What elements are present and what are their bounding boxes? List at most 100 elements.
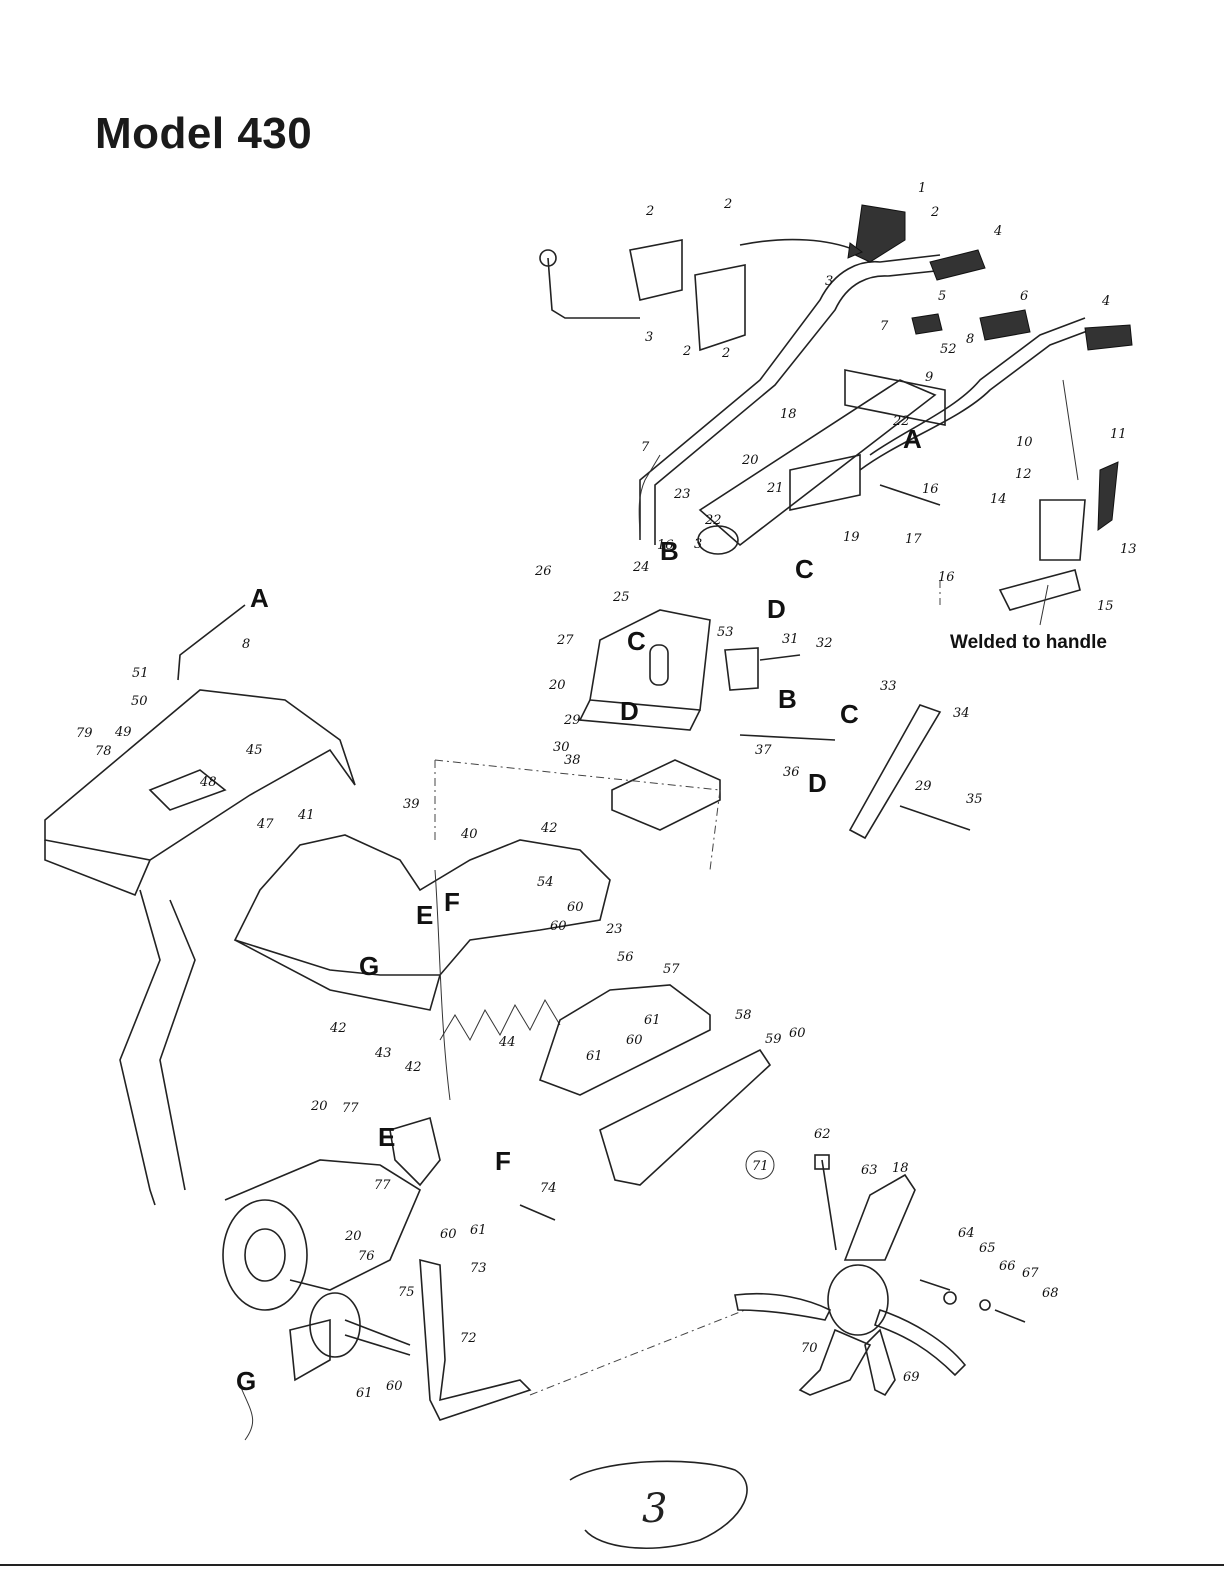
callout-60: 60 (440, 1227, 457, 1242)
bracket-30 (589, 609, 711, 711)
tine-top (843, 1173, 916, 1261)
ref-f-shield: F (444, 887, 460, 917)
grip-left (929, 249, 986, 281)
handle-bar-right (859, 329, 1091, 471)
welded-bracket (998, 569, 1081, 611)
callout-40: 40 (460, 827, 478, 842)
tooth-strip-44 (439, 998, 561, 1042)
callout-16: 16 (922, 482, 939, 497)
callout-53: 53 (717, 625, 734, 640)
callout-60: 60 (550, 919, 567, 934)
callout-48: 48 (199, 775, 217, 790)
page-title: Model 430 (95, 109, 313, 158)
knob-5 (911, 313, 943, 335)
bolt-35 (899, 805, 971, 831)
callout-14: 14 (990, 492, 1007, 507)
callout-6: 6 (1020, 289, 1028, 304)
callout-21: 21 (766, 481, 784, 496)
callout-20: 20 (741, 453, 759, 468)
callout-75: 75 (398, 1285, 415, 1300)
callout-2: 2 (930, 205, 939, 220)
plate-31 (724, 647, 759, 691)
callout-69: 69 (903, 1370, 920, 1385)
shaft-line-2 (344, 1334, 411, 1356)
bolt-36 (739, 734, 836, 741)
washer-67 (979, 1299, 991, 1311)
callout-73: 73 (470, 1261, 487, 1276)
callout-58: 58 (735, 1008, 752, 1023)
callout-11: 11 (1110, 427, 1127, 442)
handle-bar-left (639, 254, 941, 540)
callout-8: 8 (242, 637, 250, 652)
callout-27: 27 (556, 633, 574, 648)
depth-bar-72 (419, 1258, 532, 1421)
tine-right (873, 1308, 967, 1377)
bracket-slot (649, 644, 669, 686)
callout-68: 68 (1042, 1286, 1059, 1301)
callout-20: 20 (344, 1229, 362, 1244)
callout-29: 29 (563, 713, 581, 728)
callout-61: 61 (470, 1223, 487, 1238)
lever-8 (177, 604, 246, 681)
callout-30: 30 (553, 740, 570, 755)
bolt-62 (821, 1159, 837, 1251)
callout-22: 22 (704, 513, 722, 528)
callout-49: 49 (114, 725, 132, 740)
ref-d-bar: D (808, 768, 827, 798)
ref-b-plate: B (778, 684, 797, 714)
bolt-17 (879, 484, 941, 506)
leg-left (119, 889, 161, 1206)
dash-line-3 (709, 789, 721, 871)
grip-6 (979, 309, 1031, 341)
callout-63: 63 (861, 1163, 878, 1178)
callout-52: 52 (940, 342, 957, 357)
ref-e-shield: E (416, 900, 433, 930)
shield-47-front (44, 840, 151, 897)
ref-c-crank: C (627, 626, 646, 656)
leg-right (159, 899, 196, 1191)
ref-g-bracket: G (236, 1366, 256, 1396)
callout-23: 23 (605, 922, 623, 937)
callout-15: 15 (1097, 599, 1114, 614)
bracket-12 (1039, 499, 1086, 561)
callout-39: 39 (403, 797, 420, 812)
shaft-line-1 (344, 1319, 411, 1346)
callout-4: 4 (1101, 294, 1110, 309)
arrow-head (847, 242, 863, 259)
crank-knob (539, 249, 557, 267)
bar-34 (848, 704, 942, 840)
plate-9 (844, 369, 946, 426)
bracket-30-base (578, 699, 701, 731)
endcap-57 (538, 984, 711, 1096)
ref-d-bracket: D (620, 696, 639, 726)
callout-16: 16 (938, 570, 955, 585)
flap-49 (148, 769, 227, 811)
callout-1: 1 (918, 181, 926, 196)
callout-60: 60 (386, 1379, 403, 1394)
callout-3: 3 (694, 537, 702, 552)
callout-36: 36 (783, 765, 800, 780)
callout-59: 59 (765, 1032, 782, 1047)
callout-26: 26 (534, 564, 552, 579)
handle-assembly (629, 204, 1133, 626)
callout-23: 23 (673, 487, 691, 502)
callout-74: 74 (540, 1181, 557, 1196)
dash-line-2 (434, 759, 721, 791)
housing (224, 1159, 422, 1291)
tine-lower-right (864, 1328, 896, 1397)
tine-hub-left (222, 1199, 308, 1311)
callout-61: 61 (356, 1386, 373, 1401)
bolt-65 (919, 1279, 951, 1291)
callout-43: 43 (374, 1046, 392, 1061)
ref-a-lever: A (250, 583, 269, 613)
tine-shield-assembly (44, 580, 941, 1186)
bracket-g (289, 1318, 331, 1382)
cable-7 (638, 454, 661, 541)
arrow-up-line (1062, 379, 1079, 481)
arrow-line (739, 238, 856, 251)
callout-3: 3 (645, 330, 653, 345)
hitch-assembly (177, 249, 971, 840)
lower-assembly (119, 869, 746, 1441)
